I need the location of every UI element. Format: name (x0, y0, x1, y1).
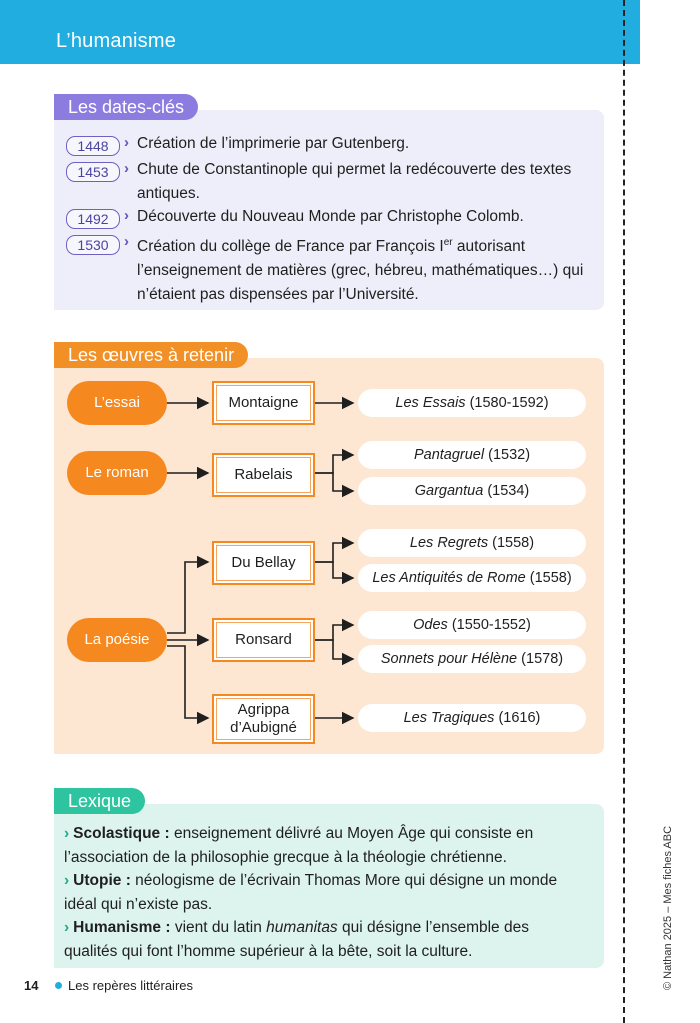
lexique-entry: ›Utopie : néologisme de l’écrivain Thoma… (64, 872, 558, 913)
year-badge: 1492 (66, 209, 120, 229)
work-item: Gargantua (1534) (358, 477, 586, 505)
arrow (313, 561, 355, 585)
genre-poesie: La poésie (67, 618, 167, 662)
chevron-right-icon: › (124, 233, 129, 250)
work-item: Les Essais (1580-1592) (358, 389, 586, 417)
genre-essai: L’essai (67, 381, 167, 425)
chevron-right-icon: › (64, 825, 70, 842)
date-description: Chute de Constantinople qui permet la re… (137, 161, 572, 202)
page-number: 14 (24, 978, 39, 993)
arrow (167, 555, 210, 634)
page-header (0, 0, 640, 64)
chevron-right-icon: › (124, 160, 129, 177)
author-montaigne: Montaigne (212, 381, 315, 425)
chevron-right-icon: › (124, 207, 129, 224)
date-description: Découverte du Nouveau Monde par Christop… (137, 208, 524, 225)
date-description: Création de l’imprimerie par Gutenberg. (137, 135, 410, 152)
author-du-bellay: Du Bellay (212, 541, 315, 585)
year-badge: 1453 (66, 162, 120, 182)
chevron-right-icon: › (64, 919, 70, 936)
arrow (167, 645, 210, 725)
work-item: Sonnets pour Hélène (1578) (358, 645, 586, 673)
year-badge: 1448 (66, 136, 120, 156)
copyright-notice: © Nathan 2025 – Mes fiches ABC (662, 825, 674, 990)
footer-section-label: Les repères littéraires (68, 978, 193, 993)
lexique-entry: ›Scolastique : enseignement délivré au M… (64, 825, 534, 866)
oeuvres-section-heading: Les œuvres à retenir (54, 342, 249, 368)
work-item: Odes (1550-1552) (358, 611, 586, 639)
cut-line (623, 0, 625, 1023)
arrow (313, 618, 355, 641)
work-item: Les Tragiques (1616) (358, 704, 586, 732)
bullet-dot-icon (55, 982, 62, 989)
chevron-right-icon: › (124, 134, 129, 151)
dates-section-box (54, 110, 604, 310)
lexique-section-box (54, 804, 604, 968)
lexique-entry: ›Humanisme : vient du latin humanitas qu… (64, 919, 529, 960)
author-rabelais: Rabelais (212, 453, 315, 497)
work-item: Les Regrets (1558) (358, 529, 586, 557)
work-item: Pantagruel (1532) (358, 441, 586, 469)
author-ronsard: Ronsard (212, 618, 315, 662)
date-description: Création du collège de France par Franço… (137, 237, 584, 304)
year-badge: 1530 (66, 235, 120, 255)
arrow (313, 448, 355, 474)
page-title: L’humanisme (56, 30, 177, 52)
arrow (313, 536, 355, 563)
arrow (313, 639, 355, 666)
genre-roman: Le roman (67, 451, 167, 495)
chevron-right-icon: › (64, 872, 70, 889)
lexique-section-heading: Lexique (54, 788, 146, 814)
dates-section-heading: Les dates-clés (54, 94, 199, 120)
arrow (313, 472, 355, 498)
work-item: Les Antiquités de Rome (1558) (358, 564, 586, 592)
